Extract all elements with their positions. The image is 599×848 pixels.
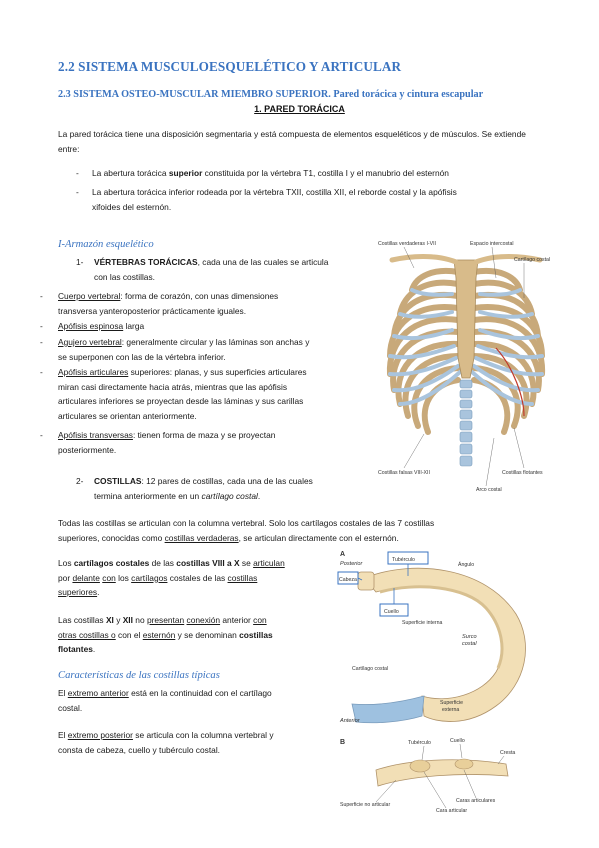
main-heading: 2.2 SISTEMA MUSCULOESQUELÉTICO Y ARTICUL… [58, 59, 402, 74]
paragraph-extremo-anterior: El extremo anterior está en la continuid… [58, 688, 272, 713]
label-surco: Surco [462, 634, 477, 640]
paragraph-costillas-verdaderas: Todas las costillas se articulan con la … [58, 518, 435, 543]
label-cartilago-costal-2: Cartílago costal [352, 666, 388, 672]
paragraph-extremo-posterior: El extremo posterior se articula con la … [58, 730, 274, 755]
label-costillas-verdaderas: Costillas verdaderas I-VII [378, 241, 436, 247]
label-externa: externa [442, 707, 459, 713]
label-cuello-b: Cuello [450, 738, 465, 744]
rib-cage-illustration: Costillas verdaderas I-VII Espacio inter… [374, 238, 559, 494]
label-arco-costal: Arco costal [476, 487, 502, 493]
label-costillas-falsas: Costillas falsas VIII-XII [378, 470, 430, 476]
section-caracteristicas-title: Características de las costillas típicas [58, 670, 220, 681]
label-superficie: Superficie [440, 700, 463, 706]
label-superficie-interna: Superficie interna [402, 620, 442, 626]
paragraph-cartilagos-costales: Los cartílagos costales de las costillas… [58, 558, 285, 598]
label-cartilago-costal: Cartílago costal [514, 257, 550, 263]
label-tuberculo: Tubérculo [392, 557, 415, 563]
intro-paragraph: La pared torácica tiene una disposición … [58, 129, 526, 154]
label-costillas-flotantes: Costillas flotantes [502, 470, 543, 476]
label-cabeza: Cabeza [339, 577, 357, 583]
label-cresta: Cresta [500, 750, 515, 756]
label-anterior: Anterior [339, 718, 361, 724]
sub-heading: 2.3 SISTEMA OSTEO-MUSCULAR MIEMBRO SUPER… [58, 89, 484, 100]
paragraph-costillas-flotantes: Las costillas XI y XII no presentan cone… [58, 615, 273, 655]
section-armazon-title: I-Armazón esquelético [58, 239, 154, 250]
section-title: 1. PARED TORÁCICA [254, 104, 345, 114]
label-costal: costal [462, 641, 477, 647]
label-b: B [340, 739, 345, 746]
label-superficie-no-articular: Superficie no articular [340, 802, 390, 808]
label-cuello: Cuello [384, 609, 399, 615]
label-posterior: Posterior [340, 561, 364, 567]
rib-detail-illustration: A Posterior Tubérculo Cabeza Ángulo Cuel… [336, 544, 558, 842]
label-caras-articulares: Caras articulares [456, 798, 496, 804]
label-a: A [340, 551, 345, 558]
label-espacio-intercostal: Espacio intercostal [470, 241, 514, 247]
label-angulo: Ángulo [458, 561, 474, 568]
label-cara-articular: Cara articular [436, 808, 467, 814]
label-tuberculo-b: Tubérculo [408, 740, 431, 746]
